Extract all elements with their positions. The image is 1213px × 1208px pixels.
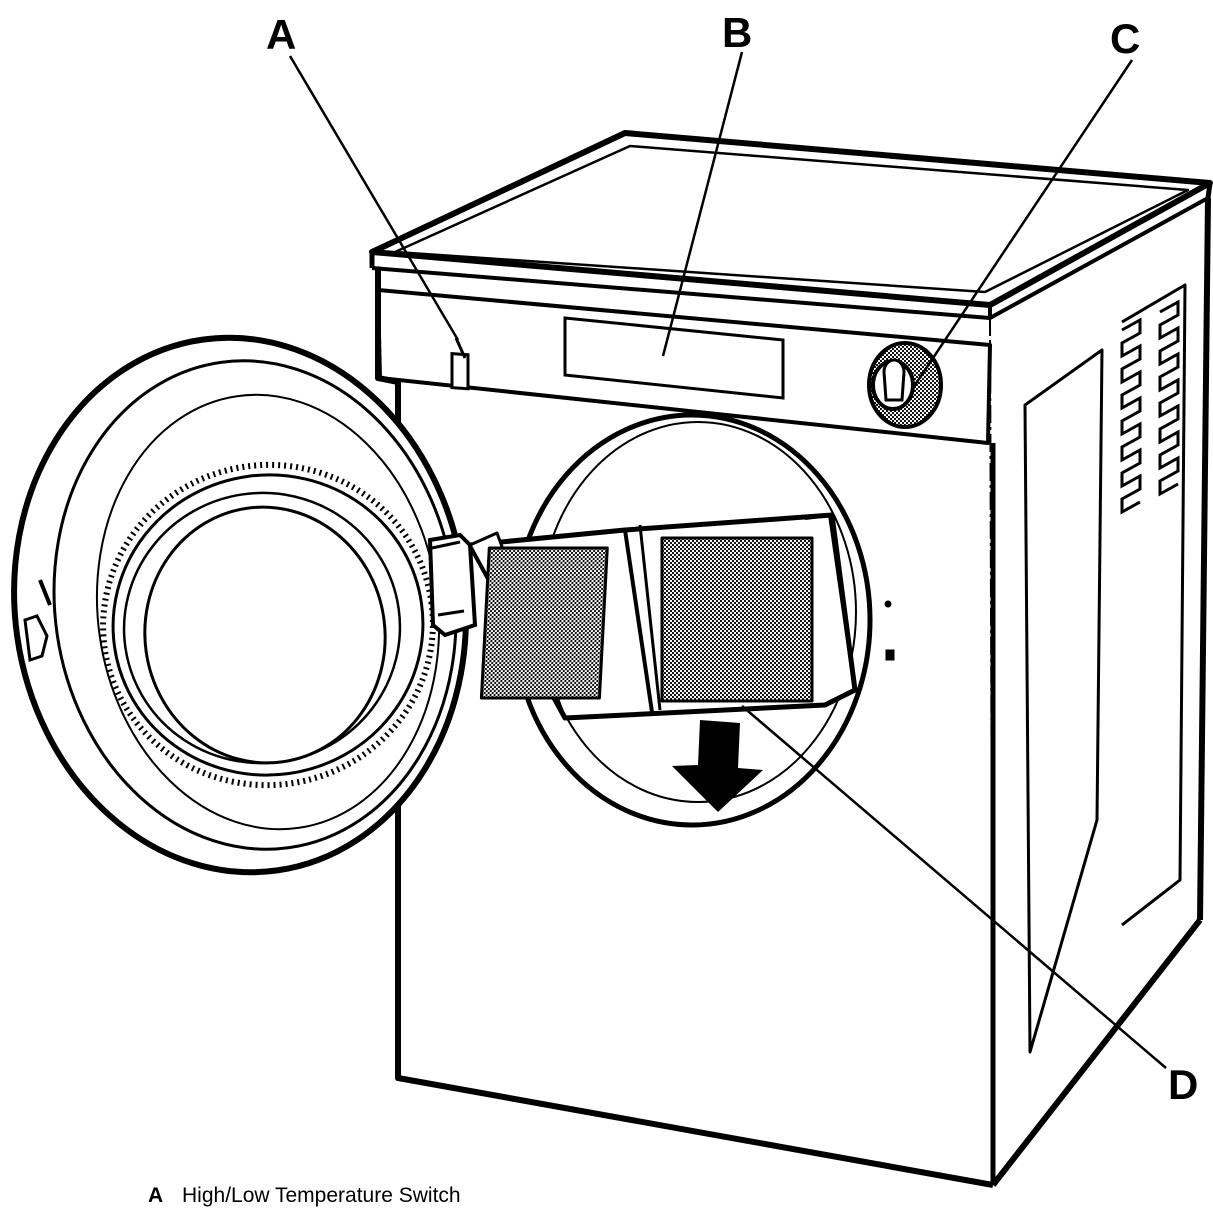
filter-mesh-left [479,546,609,700]
legend-item: A High/Low Temperature Switch [148,1184,461,1208]
door-glass [143,505,387,765]
leader-lines [288,51,1167,1069]
callout-label-b: B [722,9,753,56]
leader-line-d [741,705,1167,1069]
callout-label-a: A [266,11,297,58]
leader-line-b [661,51,744,357]
door-latch [23,614,49,663]
timer-knob [867,341,943,429]
display-window [563,316,785,400]
legend: A High/Low Temperature Switch [148,1184,461,1208]
open-door [11,334,478,876]
filter-mesh-right [660,536,814,703]
legend-text: High/Low Temperature Switch [182,1184,461,1207]
side-panel [1023,348,1104,1054]
leader-line-c [911,59,1134,389]
callout-label-c: C [1110,15,1141,62]
lint-filter [467,512,858,721]
side-vents [1120,299,1180,515]
leader-line-a [288,55,460,341]
remove-arrow-icon [672,720,763,812]
cabinet [369,130,1213,1188]
door-hinge [427,532,478,638]
callout-label-d: D [1168,1061,1199,1108]
legend-key: A [148,1184,164,1207]
high-low-temperature-switch [450,337,470,391]
